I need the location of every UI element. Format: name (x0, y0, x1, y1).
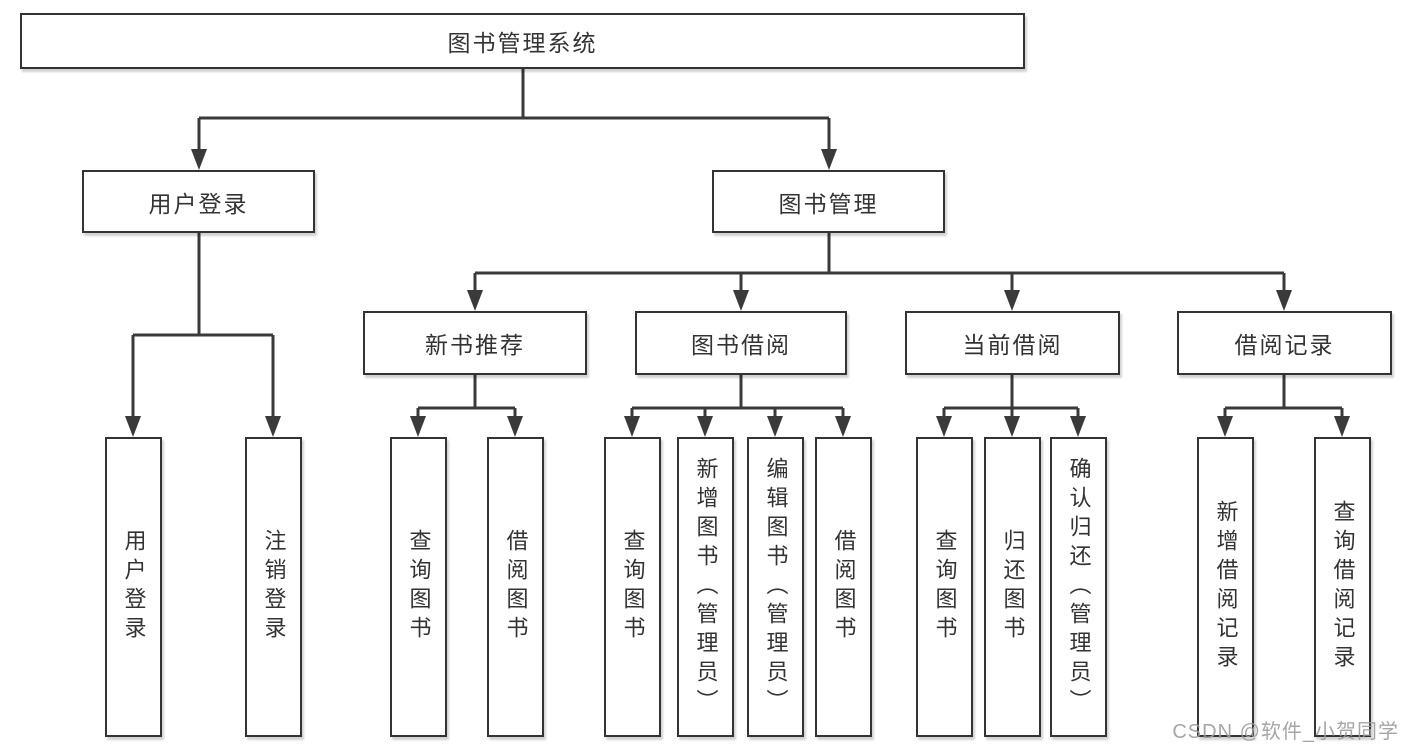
node-current-borrowing: 当前借阅 (905, 311, 1120, 375)
leaf-records-query-record: 查询借阅记录 (1314, 437, 1371, 737)
leaf-logout: 注销登录 (245, 437, 302, 737)
leaf-current-return-books: 归还图书 (984, 437, 1041, 737)
leaf-recommend-query-books: 查询图书 (390, 437, 447, 737)
node-library-system: 图书管理系统 (20, 13, 1025, 69)
leaf-borrowing-query-books: 查询图书 (604, 437, 661, 737)
csdn-watermark: CSDN @软件_小贺同学 (1172, 721, 1399, 743)
leaf-current-query-books: 查询图书 (916, 437, 973, 737)
leaf-borrowing-borrow-books: 借阅图书 (815, 437, 872, 737)
leaf-borrowing-add-books-admin: 新增图书（管理员） (677, 437, 734, 737)
node-new-book-recommendation: 新书推荐 (363, 311, 587, 375)
node-book-borrowing: 图书借阅 (635, 311, 847, 375)
node-user-login: 用户登录 (82, 170, 315, 233)
leaf-recommend-borrow-books: 借阅图书 (487, 437, 544, 737)
leaf-records-add-record: 新增借阅记录 (1197, 437, 1254, 737)
leaf-current-confirm-return-admin: 确认归还（管理员） (1050, 437, 1107, 737)
leaf-user-login: 用户登录 (105, 437, 162, 737)
leaf-borrowing-edit-books-admin: 编辑图书（管理员） (747, 437, 804, 737)
node-book-management: 图书管理 (712, 170, 945, 233)
node-borrowing-records: 借阅记录 (1177, 311, 1392, 375)
